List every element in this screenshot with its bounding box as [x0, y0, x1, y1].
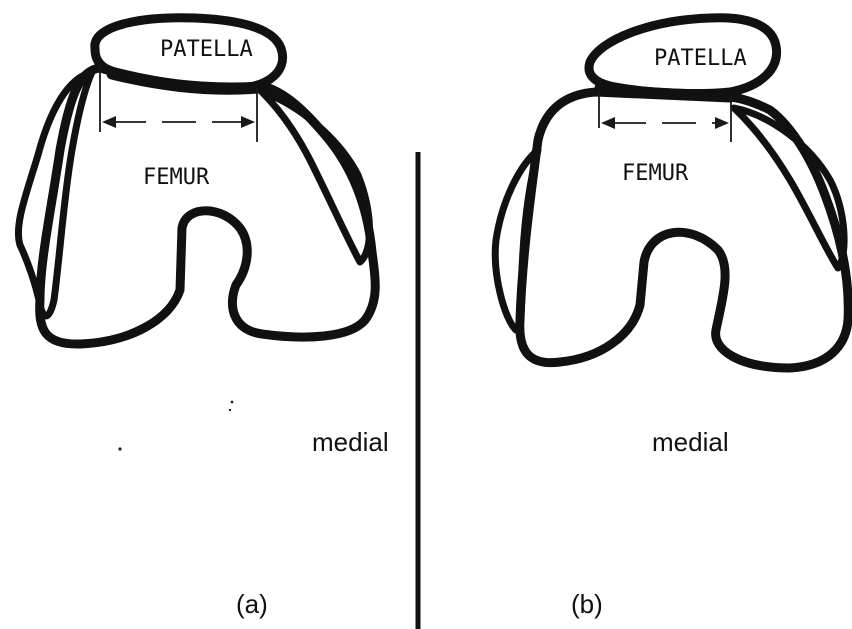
femur-label: FEMUR — [143, 165, 210, 190]
arrowhead-left — [601, 117, 615, 129]
panel-label: (b) — [571, 589, 603, 619]
patella-label: PATELLA — [654, 46, 747, 71]
panel-b: PATELLA FEMUR medial (b) — [495, 18, 848, 619]
femur-outline — [520, 92, 849, 368]
arrowhead-left — [102, 116, 116, 128]
femur-label: FEMUR — [622, 161, 689, 186]
speck — [229, 409, 231, 411]
speck — [118, 447, 121, 450]
patella-label: PATELLA — [160, 37, 253, 62]
femur-outline — [40, 68, 376, 344]
contact-zone — [112, 74, 258, 89]
arrowhead-right — [241, 116, 255, 128]
arrowhead-right — [715, 117, 729, 129]
medial-condyle-rim — [734, 108, 844, 268]
panel-a: PATELLA FEMUR medial (a) — [18, 18, 388, 619]
speck — [231, 401, 234, 404]
medial-label: medial — [652, 427, 729, 457]
medial-label: medial — [312, 427, 389, 457]
panel-label: (a) — [236, 589, 268, 619]
